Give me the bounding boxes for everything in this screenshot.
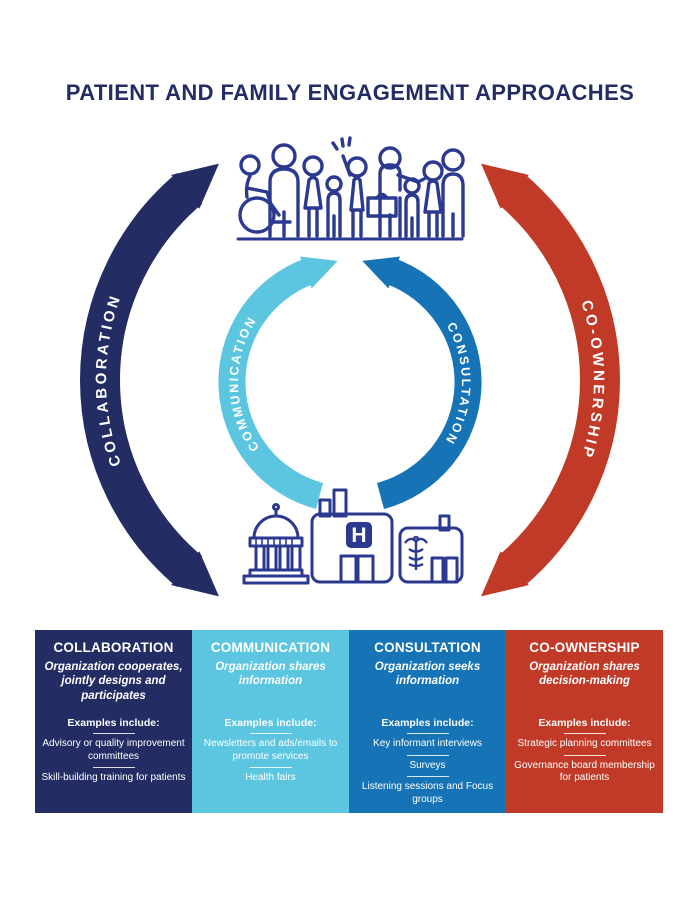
example-item: Listening sessions and Focus groups [361, 781, 494, 805]
person-head [422, 160, 444, 182]
column-subtitle: Organization shares decision-making [529, 661, 640, 688]
example-item: Advisory or quality improvement committe… [42, 738, 185, 762]
column-collaboration: COLLABORATION Organization cooperates, j… [35, 630, 192, 813]
child-body [326, 191, 342, 238]
person-body [268, 167, 300, 238]
waving-person-body [331, 136, 365, 238]
examples-label: Examples include: [224, 717, 317, 729]
child-body [404, 193, 420, 238]
collaboration-arrow [80, 163, 219, 597]
divider [249, 767, 292, 768]
person-body [423, 179, 443, 238]
column-co-ownership: CO-OWNERSHIP Organization shares decisio… [506, 630, 663, 813]
person-head [302, 155, 324, 177]
person-body [441, 172, 465, 238]
divider [563, 754, 606, 756]
divider [563, 733, 606, 734]
person-body [303, 175, 323, 238]
column-title: COLLABORATION [53, 640, 174, 655]
child-head [325, 175, 343, 193]
column-consultation: CONSULTATION Organization seeks informat… [349, 630, 506, 813]
examples-label: Examples include: [538, 717, 631, 729]
divider [406, 733, 449, 734]
column-subtitle: Organization cooperates, jointly designs… [44, 661, 183, 702]
engagement-cycle-diagram: COLLABORATION CO-OWNERSHIP COMMUNICATION… [0, 118, 700, 630]
hospital-icon: H [310, 488, 394, 584]
person-head [271, 143, 297, 169]
briefcase-icon [366, 192, 398, 218]
wheelchair-icon [238, 196, 276, 234]
column-examples: Examples include: Key informant intervie… [349, 717, 506, 806]
caduceus-icon [404, 535, 428, 570]
divider [92, 767, 135, 768]
person-head [441, 148, 465, 172]
example-item: Skill-building training for patients [41, 772, 186, 783]
pointing-person-body [378, 163, 426, 238]
example-item: Surveys [409, 759, 446, 771]
hospital-h-letter: H [351, 524, 366, 547]
column-examples: Examples include: Newsletters and ads/em… [192, 717, 349, 785]
example-item: Newsletters and ads/emails to promote se… [203, 738, 338, 762]
communication-arrow [218, 256, 338, 510]
page-title: PATIENT AND FAMILY ENGAGEMENT APPROACHES [65, 80, 635, 105]
example-item: Key informant interviews [373, 738, 482, 749]
column-subtitle: Organization seeks information [374, 661, 481, 688]
person-head [378, 146, 402, 170]
example-item: Governance board membership for patients [514, 759, 655, 784]
patients-and-families-icon [236, 136, 465, 241]
healthcare-organizations-icon: H [242, 488, 464, 585]
legend-columns: COLLABORATION Organization cooperates, j… [35, 630, 663, 813]
divider [406, 776, 449, 777]
column-examples: Examples include: Advisory or quality im… [35, 717, 192, 785]
divider [249, 733, 292, 734]
example-item: Strategic planning committees [517, 738, 652, 749]
wheelchair-person-head [239, 154, 261, 176]
column-title: COMMUNICATION [210, 640, 331, 655]
clinic-icon [398, 514, 464, 584]
examples-label: Examples include: [67, 717, 160, 729]
divider [92, 733, 135, 734]
consultation-arrow [362, 256, 482, 510]
engagement-cycle-svg: COLLABORATION CO-OWNERSHIP COMMUNICATION… [80, 136, 620, 597]
column-subtitle: Organization shares information [215, 661, 326, 688]
divider [406, 754, 449, 756]
co-ownership-arrow [481, 163, 620, 597]
column-communication: COMMUNICATION Organization shares inform… [192, 630, 349, 813]
examples-label: Examples include: [381, 717, 474, 729]
column-examples: Examples include: Strategic planning com… [506, 717, 663, 785]
capitol-building-icon [242, 503, 310, 585]
hospital-h-badge [346, 522, 372, 548]
column-title: CO-OWNERSHIP [529, 640, 640, 655]
example-item: Health fairs [245, 772, 296, 783]
column-title: CONSULTATION [374, 640, 481, 655]
